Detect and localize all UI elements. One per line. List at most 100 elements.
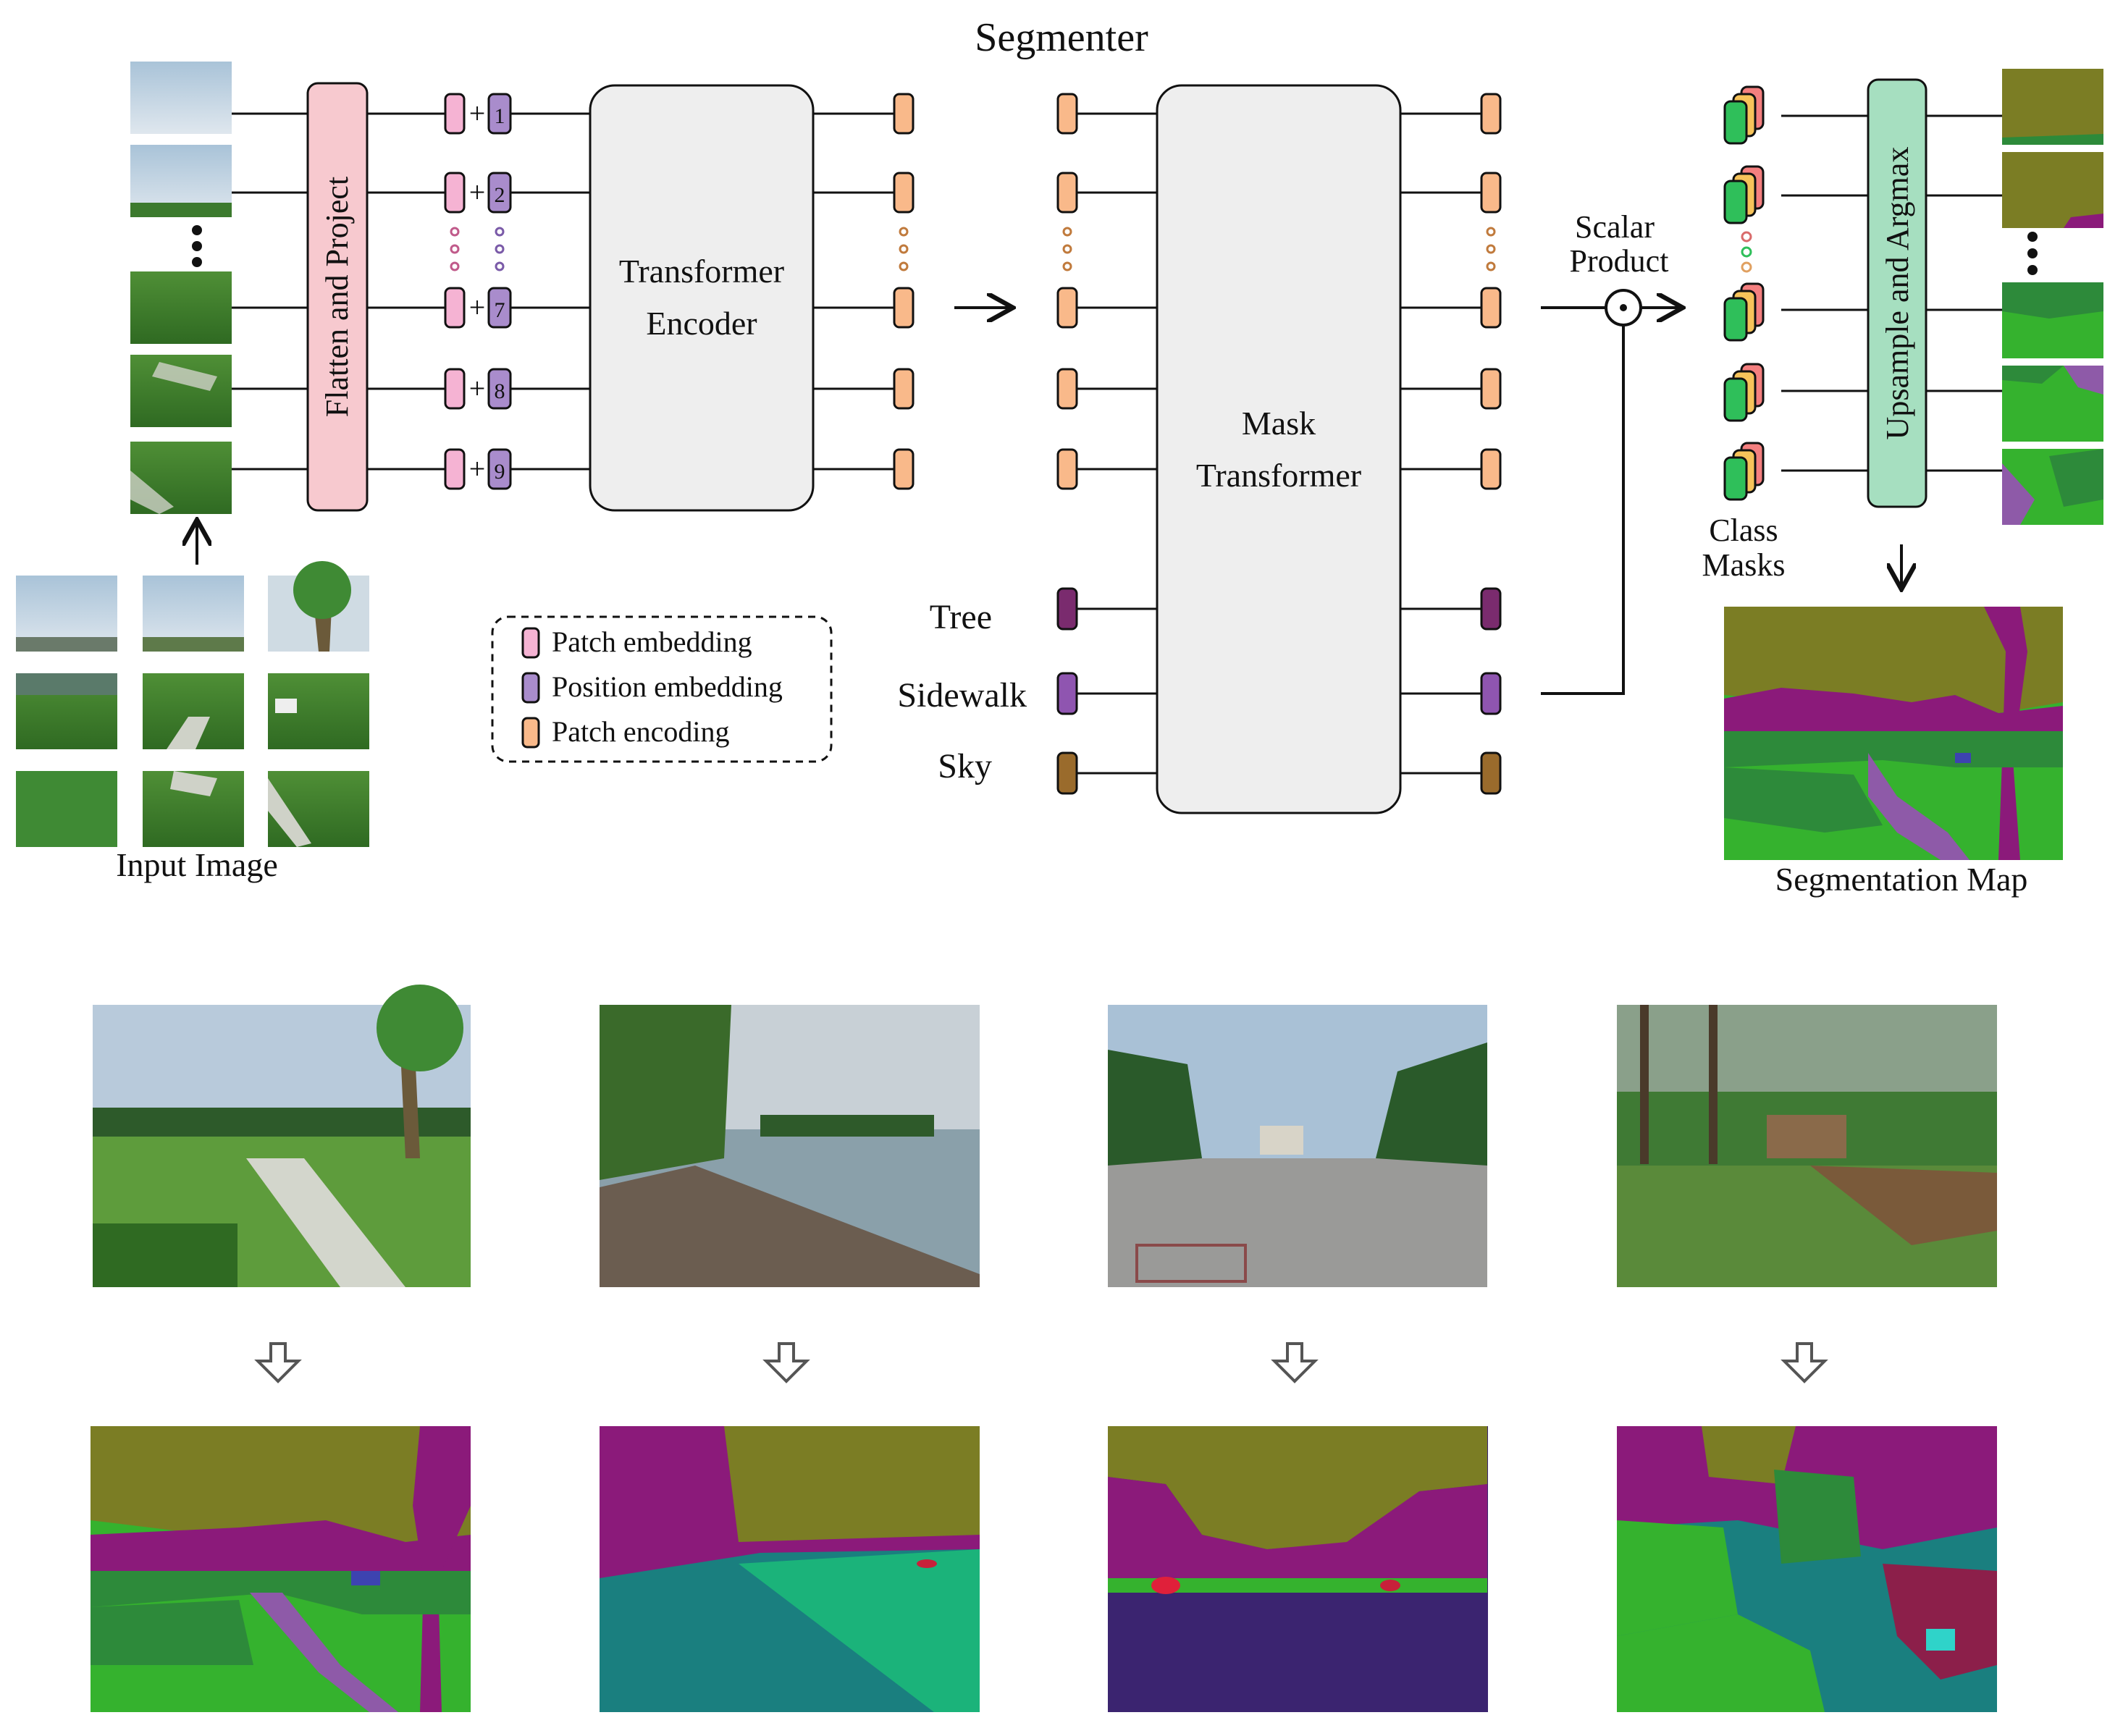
upsample-argmax-block [1867,78,1927,508]
scalar-label: Scalar [1575,209,1655,245]
embedding-tokens: + 1 + 2 + 7 + 8 + 9 [444,93,512,490]
masks-label: Masks [1702,547,1786,583]
mask-transformer-label-line2: Transformer [1196,457,1361,494]
encoder-label-line2: Encoder [646,305,757,342]
patch-encoding-token [1480,93,1502,135]
legend-patch-encoding: Patch encoding [552,715,730,748]
position-number: 1 [495,104,505,128]
patch-encoding-token [1056,172,1078,214]
patch-embedding-token [444,368,466,410]
stone-path [152,362,217,391]
position-number: 9 [495,460,505,484]
masks-to-upsample-lines [1781,114,1868,472]
sidewalk-class-output-token [1480,672,1502,715]
class-mask-stack [1723,442,1765,501]
patch-encoding-token [893,368,915,410]
segmentation-map-label: Segmentation Map [1775,861,2028,898]
example-photo-lake [600,1005,980,1287]
legend-patch-embedding: Patch embedding [552,625,752,658]
output-ellipsis-dot [2027,265,2038,275]
segmentation-result-plaza [1108,1426,1488,1712]
sky-class-output-token [1480,751,1502,795]
tree-class-token [1056,587,1078,631]
sky-label: Sky [938,747,992,785]
patch-encoding-token [1056,93,1078,135]
segmentation-result-park [91,1426,471,1712]
encoder-label-line1: Transformer [619,253,784,290]
patch-encoding-token [893,172,915,214]
position-number: 7 [495,298,505,322]
encoder-out-lines [813,112,894,471]
output-mask-patches [2002,69,2103,525]
down-arrow-icon [762,1342,810,1383]
down-arrow-icon [1271,1342,1319,1383]
plus-sign: + [469,372,486,405]
mask-transformer-label-line1: Mask [1242,405,1316,442]
segmentation-map-main [1724,607,2063,860]
mask-input-tokens [1056,93,1078,490]
input-patch-sky-1 [130,62,232,134]
example-photo-plaza [1108,1005,1487,1287]
tree-class-output-token [1480,587,1502,631]
input-ellipsis-dot [192,241,202,251]
patch-encoding-token [1480,172,1502,214]
patch-encoding-swatch [521,717,540,749]
patch-embedding-token [444,93,466,135]
example-photo-park [93,985,471,1287]
flatten-project-label: Flatten and Project [319,177,355,417]
upsample-label: Upsample and Argmax [1880,147,1915,440]
input-patch-column [130,62,232,514]
input-ellipsis-dot [192,257,202,267]
position-number: 2 [495,183,505,207]
output-patch-2 [2002,152,2103,228]
pink-ellipsis-dot [450,261,460,271]
purple-ellipsis-dot [495,244,505,254]
patch-embedding-token [444,172,466,214]
plus-sign: + [469,291,486,324]
scalar-product-dot [1620,304,1627,311]
class-mask-stack [1723,165,1765,224]
class-mask-stack [1723,363,1765,422]
encoder-in-lines [510,112,590,471]
legend-position-embedding: Position embedding [552,670,783,703]
encoder-output-ellipsis [899,227,909,271]
sky-class-token [1056,751,1078,795]
class-mask-stack [1723,85,1765,145]
class-mask-stack [1723,282,1765,342]
patch-embedding-token [444,287,466,329]
tree-label: Tree [930,598,992,636]
down-arrow-icon [254,1342,302,1383]
patch-encoding-token [893,448,915,490]
down-arrow-icon [1781,1342,1828,1383]
product-label: Product [1570,243,1669,279]
upsample-out-lines [1926,114,2002,472]
input-patch-sky-2-ground [130,203,232,217]
output-ellipsis-dot [2027,232,2038,242]
encoder-output-tokens [893,93,915,490]
input-ellipsis-dot [192,225,202,235]
class-to-product-line [1541,326,1625,695]
sidewalk-label: Sidewalk [897,676,1027,715]
patch-encoding-token [893,93,915,135]
purple-ellipsis-dot [495,261,505,271]
pink-ellipsis-dot [450,227,460,237]
mask-output-ellipsis [1486,227,1496,271]
mask-transformer-block [1156,84,1402,814]
diagram-title: Segmenter [975,15,1148,60]
class-label: Class [1709,513,1778,548]
patch-encoding-token [1056,287,1078,329]
legend: Patch embedding Position embedding Patch… [491,615,833,763]
segmentation-result-woods [1617,1426,1997,1712]
plus-sign: + [469,176,486,208]
output-ellipsis-dot [2027,248,2038,258]
patch-encoding-token [893,287,915,329]
input-patch-grass-7 [130,271,232,344]
flatten-project-block [306,82,369,512]
patch-encoding-token [1056,368,1078,410]
sidewalk-class-token [1056,672,1078,715]
input-image-label: Input Image [116,846,278,883]
mask-in-lines [1077,112,1157,775]
transformer-encoder-block [589,84,815,512]
